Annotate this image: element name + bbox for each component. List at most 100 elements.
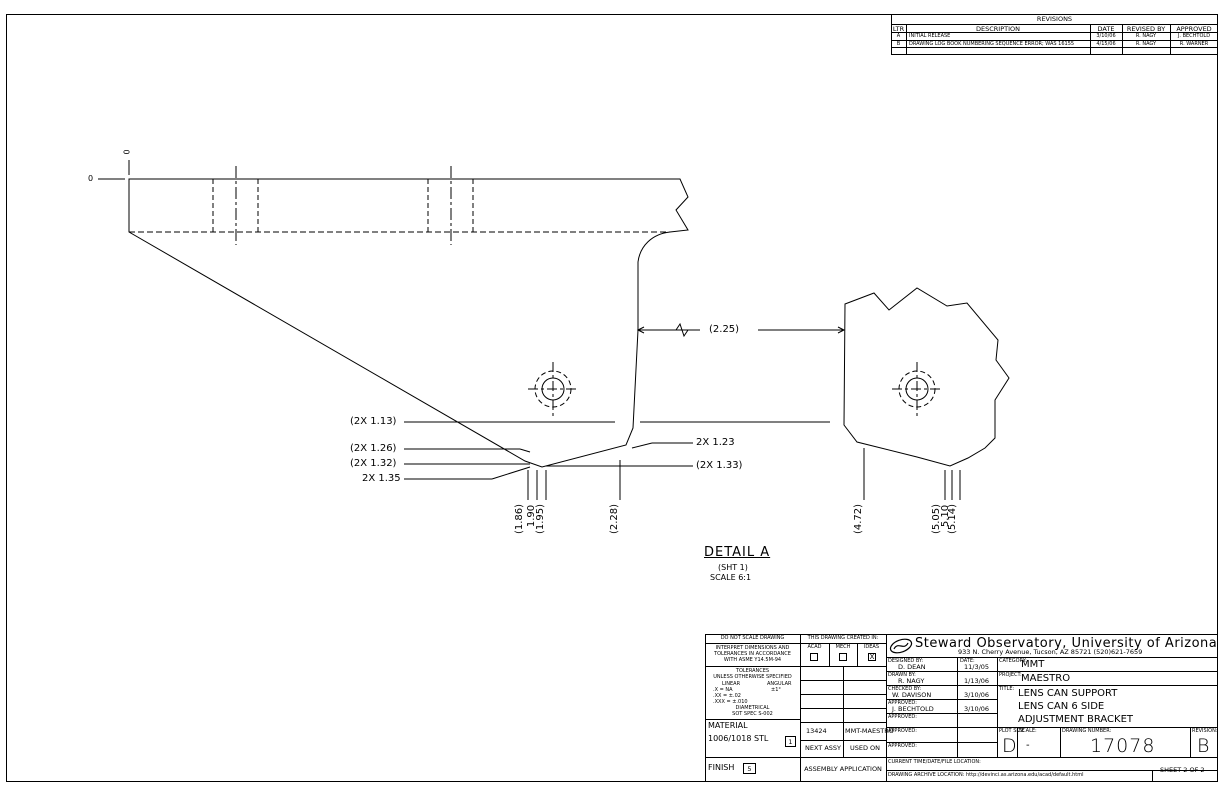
dim-right-2: (2X 1.33) — [696, 460, 743, 471]
dim-bottom-1: (1.86) — [514, 503, 526, 535]
rev-a-description: INITIAL RELEASE — [909, 33, 951, 39]
material-note-flag: 1 — [785, 736, 796, 747]
cad-ideas-label: IDEAS — [863, 644, 880, 650]
designed-by: D. DEAN — [898, 663, 926, 671]
scale-value: - — [1026, 740, 1030, 751]
org-address: 933 N. Cherry Avenue, Tucson, AZ 85721 (… — [958, 648, 1143, 656]
material-label: MATERIAL — [708, 721, 748, 730]
sot-spec: SOT SPEC S-002 — [732, 711, 773, 717]
checked-by: W. DAVISON — [892, 691, 932, 699]
checked-label: CHECKED BY: — [888, 686, 922, 692]
next-assy: NEXT ASSY — [805, 744, 842, 752]
dim-left-2: (2X 1.26) — [350, 443, 397, 454]
dim-bottom-3: (1.95) — [535, 503, 547, 535]
project-label: PROJECT: — [999, 672, 1022, 678]
org-name: Steward Observatory, University of Arizo… — [915, 636, 1218, 651]
category-label: CATEGORY: — [999, 658, 1027, 664]
tol-xx: .XX = ±.02 — [713, 693, 741, 699]
title-line-1: LENS CAN SUPPORT — [1018, 688, 1118, 699]
designed-date: 11/3/05 — [964, 663, 990, 671]
used-on: USED ON — [850, 744, 881, 752]
cad-mech-label: MECH — [835, 644, 851, 650]
detail-sheet: (SHT 1) — [718, 563, 748, 572]
title-label: TITLE: — [999, 686, 1015, 692]
approved-label-1: APPROVED: — [888, 700, 917, 706]
tolerances-sub: UNLESS OTHERWISE SPECIFIED — [713, 674, 792, 680]
rev-header-description: DESCRIPTION — [976, 25, 1020, 33]
drawing-number-value: 17078 — [1090, 735, 1156, 757]
assembly-application: ASSEMBLY APPLICATION — [804, 765, 882, 773]
rev-b-date: 4/15/06 — [1096, 41, 1116, 47]
title-line-3: ADJUSTMENT BRACKET — [1018, 714, 1134, 725]
approved-date: 3/10/06 — [964, 705, 990, 713]
do-not-scale: DO NOT SCALE DRAWING — [720, 635, 785, 641]
revisions-title: REVISIONS — [1036, 15, 1073, 23]
designed-label: DESIGNED BY: — [888, 658, 924, 664]
origin-x-label: 0 — [122, 149, 132, 155]
checked-date: 3/10/06 — [964, 691, 990, 699]
tolerances-title: TOLERANCES — [735, 668, 770, 674]
approved-label-4: APPROVED: — [888, 743, 917, 749]
detail-scale: SCALE 6:1 — [710, 573, 752, 582]
dim-bottom-5: (4.72) — [853, 503, 865, 535]
interpret-line-2: TOLERANCES IN ACCORDANCE — [714, 651, 791, 657]
category-value: MMT — [1021, 659, 1045, 670]
approved-by: J. BECHTOLD — [892, 705, 934, 713]
title-line-2: LENS CAN 6 SIDE — [1018, 701, 1105, 712]
scale-label: SCALE: — [1019, 728, 1037, 734]
steward-logo-icon — [889, 638, 913, 654]
tol-x: .X = NA — [713, 687, 733, 693]
drawing-number-label: DRAWING NUMBER: — [1062, 728, 1112, 734]
created-in: THIS DRAWING CREATED IN: — [807, 635, 879, 641]
cad-acad-label: ACAD — [807, 644, 822, 650]
cad-mech-checkbox — [839, 653, 847, 661]
rev-a-revised-by: R. NAGY — [1135, 33, 1157, 39]
dim-bottom-4: (2.28) — [609, 503, 621, 535]
interpret-line-1: INTERPRET DIMENSIONS AND — [715, 645, 790, 651]
tol-xxx: .XXX = ±.010 — [713, 699, 748, 705]
drawn-date: 1/13/06 — [964, 677, 990, 685]
assy-name: MMT-MAESTRO — [845, 727, 894, 735]
dim-bottom-8: (5.14) — [947, 503, 959, 535]
dim-right-1: 2X 1.23 — [696, 437, 735, 448]
rev-b-approved: R. WARNER — [1179, 41, 1209, 47]
dim-gap: (2.25) — [709, 324, 740, 335]
archive-location: DRAWING ARCHIVE LOCATION: http://devinci… — [888, 772, 1084, 778]
date-label: DATE: — [960, 658, 975, 664]
revision-value: B — [1197, 735, 1210, 757]
rev-header-date: DATE — [1097, 25, 1115, 33]
current-time-label: CURRENT TIME/DATE/FILE LOCATION: — [888, 759, 981, 765]
approved-label-3: APPROVED: — [888, 728, 917, 734]
left-part-outline — [128, 178, 689, 468]
tol-ang: ±1° — [771, 687, 781, 693]
assy-number: 13424 — [806, 727, 827, 735]
interpret-line-3: WITH ASME Y14.5M-94 — [723, 657, 782, 663]
dim-left-4: 2X 1.35 — [362, 473, 401, 484]
tol-angular-label: ANGULAR — [767, 681, 792, 687]
rev-b-ltr: B — [896, 41, 901, 47]
right-part-outline — [843, 287, 1010, 467]
plot-size-label: PLOT SIZE — [999, 728, 1025, 734]
rev-a-date: 3/10/06 — [1096, 33, 1116, 39]
origin-y-label: 0 — [88, 174, 94, 183]
approved-label-2: APPROVED: — [888, 714, 917, 720]
rev-header-ltr: LTR — [892, 25, 905, 33]
drawn-by: R. NAGY — [898, 677, 925, 685]
rev-b-description: DRAWING LOG BOOK NUMBERING SEQUENCE ERRO… — [909, 41, 1075, 47]
dim-left-3: (2X 1.32) — [350, 458, 397, 469]
rev-a-ltr: A — [896, 33, 901, 39]
tol-linear-label: LINEAR — [722, 681, 741, 687]
dim-left-1: (2X 1.13) — [350, 416, 397, 427]
detail-title: DETAIL A — [704, 545, 771, 560]
cad-ideas-checkbox: X — [868, 653, 876, 661]
diametrical: DIAMETRICAL — [735, 705, 770, 711]
finish-label: FINISH — [708, 763, 735, 772]
project-value: MAESTRO — [1021, 673, 1071, 684]
material-value: 1006/1018 STL — [708, 734, 769, 743]
rev-b-revised-by: R. NAGY — [1135, 41, 1157, 47]
sheet-number: SHEET 2 OF 2 — [1160, 766, 1205, 774]
rev-header-approved: APPROVED — [1176, 25, 1212, 33]
plot-size-value: D — [1002, 735, 1017, 757]
